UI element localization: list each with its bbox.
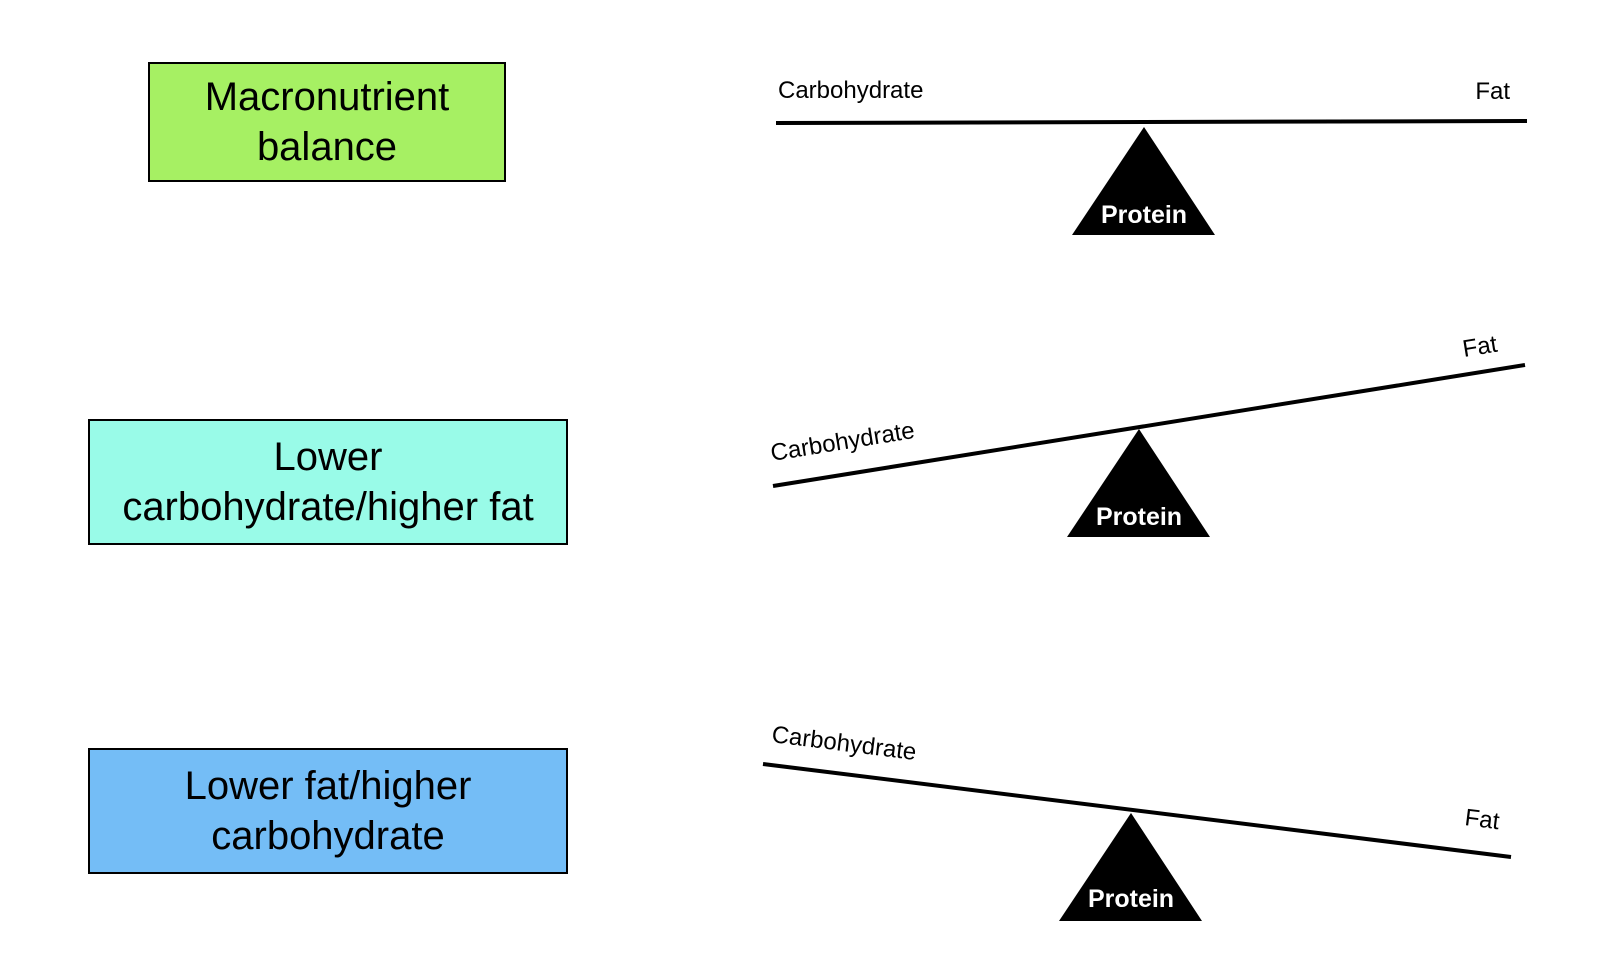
fulcrum-triangle: [1067, 429, 1210, 537]
fat-label: Fat: [1475, 78, 1510, 105]
fat-label: Fat: [1461, 331, 1500, 363]
fulcrum-triangle: [1072, 127, 1215, 235]
carbohydrate-label: Carbohydrate: [778, 77, 923, 104]
protein-label: Protein: [1088, 885, 1174, 913]
seesaw-left-up: Carbohydrate Fat Protein: [762, 721, 1512, 921]
carbohydrate-label: Carbohydrate: [770, 721, 918, 766]
lower-fat-higher-carb-box: Lower fat/higher carbohydrate: [88, 748, 568, 874]
seesaw-balanced: Carbohydrate Fat Protein: [775, 77, 1528, 235]
balance-beam: [775, 119, 1528, 125]
carbohydrate-label: Carbohydrate: [769, 417, 917, 467]
macronutrient-balance-box: Macronutrient balance: [148, 62, 506, 182]
fat-label: Fat: [1463, 804, 1501, 835]
protein-label: Protein: [1096, 503, 1182, 531]
seesaw-right-up: Carbohydrate Fat Protein: [769, 331, 1526, 537]
balance-beam: [772, 363, 1526, 488]
balance-beam: [762, 762, 1512, 859]
protein-label: Protein: [1101, 201, 1187, 229]
fulcrum-triangle: [1059, 813, 1202, 921]
lower-carb-higher-fat-box: Lower carbohydrate/higher fat: [88, 419, 568, 545]
